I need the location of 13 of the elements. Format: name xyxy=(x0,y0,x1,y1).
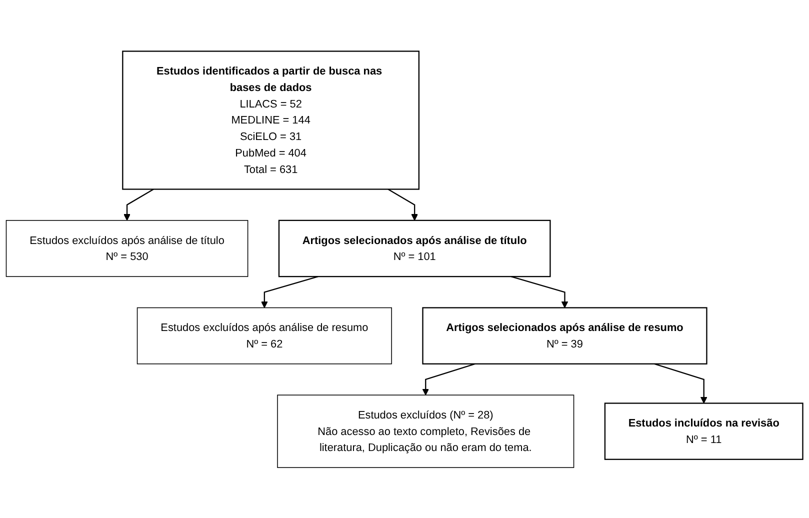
node-box: Estudos identificados a partir de busca nas bases de dados LILACS = 52 MEDLINE = 144 SciELO = 31 PubMed = 404 Total = 631 xyxy=(122,50,420,190)
node-box: Estudos excluídos (Nº = 28) Não acesso ao texto completo, Revisões de literatura, Duplicação ou não eram do tema. xyxy=(277,394,574,468)
arrow xyxy=(388,188,418,220)
arrow xyxy=(124,188,154,220)
node-box: Estudos excluídos após análise de título Nº = 530 xyxy=(6,220,248,277)
arrow xyxy=(422,362,476,395)
node-box: Estudos excluídos após análise de resumo Nº = 62 xyxy=(136,306,392,364)
node-box: Artigos selecionados após análise de título Nº = 101 xyxy=(278,219,551,277)
arrow xyxy=(654,362,708,404)
arrow xyxy=(261,276,318,308)
node-box: Estudos incluídos na revisão Nº = 11 xyxy=(604,402,804,460)
node-box: Artigos selecionados após análise de resumo Nº = 39 xyxy=(422,306,708,364)
arrow xyxy=(510,276,568,308)
